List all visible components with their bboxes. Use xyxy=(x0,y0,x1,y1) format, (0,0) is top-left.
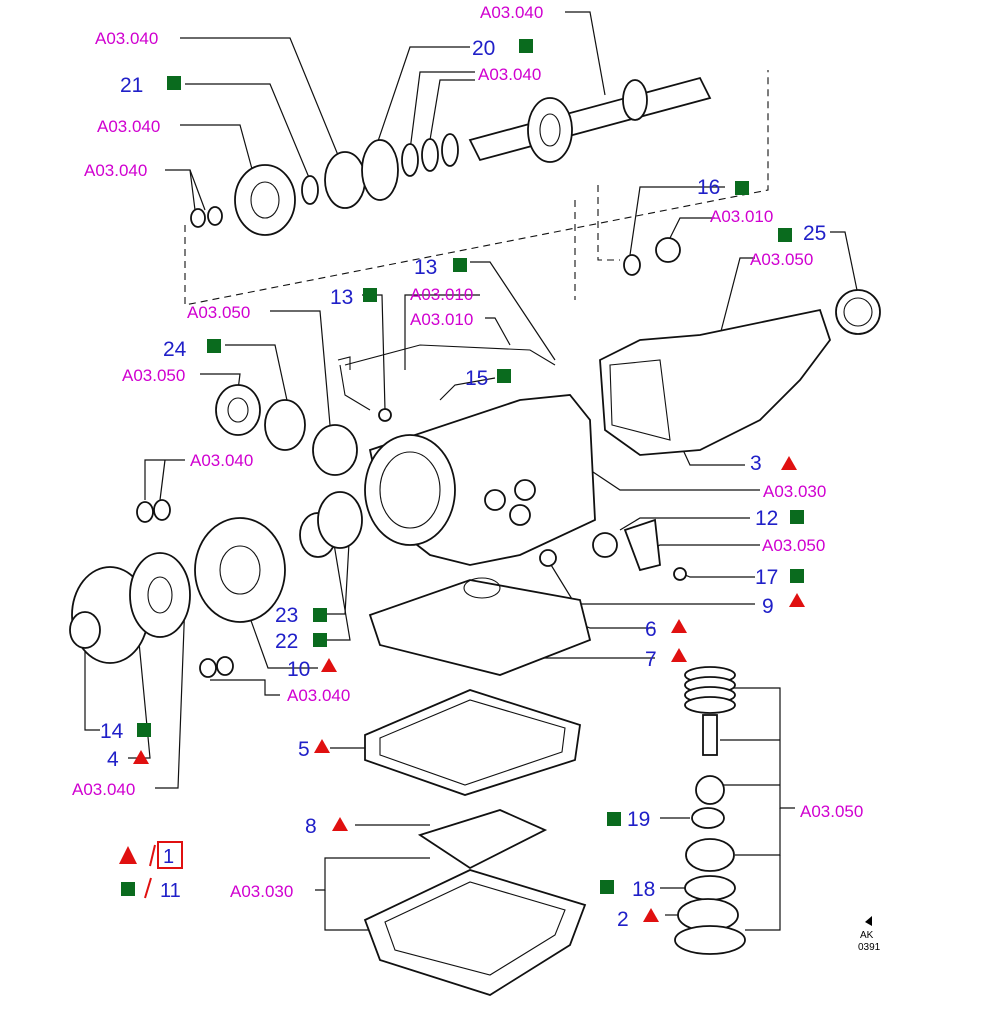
oil-pan-drawing xyxy=(363,869,587,996)
part-number-19: 19 xyxy=(627,808,650,831)
part-number-labels: 20 21 16 25 13 13 24 15 3 12 17 9 23 6 2… xyxy=(100,37,826,931)
ref-label-gear: A03.040 xyxy=(97,117,160,136)
part-number-3: 3 xyxy=(750,452,762,475)
ref-label-extension: A03.050 xyxy=(750,250,813,269)
green-square-icon xyxy=(600,880,614,894)
part-number-5: 5 xyxy=(298,738,310,761)
part-number-16: 16 xyxy=(697,176,720,199)
ref-label-seals: A03.040 xyxy=(190,451,253,470)
part-number-20: 20 xyxy=(472,37,495,60)
part-number-8: 8 xyxy=(305,815,317,838)
ref-label-pump-seals: A03.040 xyxy=(287,686,350,705)
legend: 1 11 xyxy=(119,841,183,902)
part-number-14: 14 xyxy=(100,720,124,743)
red-triangle-icon xyxy=(643,908,659,922)
legend-triangle-ref: 1 xyxy=(163,846,174,868)
extension-housing-drawing xyxy=(599,237,881,456)
part-number-21: 21 xyxy=(120,74,143,97)
ref-label-pan: A03.030 xyxy=(230,882,293,901)
part-number-23: 23 xyxy=(275,604,298,627)
stamp-line-2: 0391 xyxy=(858,942,881,953)
ref-label-rings: A03.040 xyxy=(478,65,541,84)
valve-body-plates-drawing xyxy=(368,577,592,676)
part-number-6: 6 xyxy=(645,618,657,641)
red-triangle-icon xyxy=(671,648,687,662)
part-number-4: 4 xyxy=(107,748,119,771)
part-number-17: 17 xyxy=(755,566,778,589)
part-number-15: 15 xyxy=(465,367,488,390)
green-square-icon xyxy=(207,339,221,353)
green-square-icon xyxy=(137,723,151,737)
part-number-24: 24 xyxy=(163,338,187,361)
green-square-icon xyxy=(313,633,327,647)
ref-label-tube-upper: A03.010 xyxy=(410,285,473,304)
ref-label-washers: A03.040 xyxy=(84,161,147,180)
legend-ref-box xyxy=(157,841,183,869)
ref-label-servo-stack: A03.050 xyxy=(800,802,863,821)
legend-square-ref: 11 xyxy=(160,880,181,902)
left-pistons-drawing xyxy=(136,384,392,523)
ref-label-servo-left: A03.050 xyxy=(122,366,185,385)
stamp-line-1: AK xyxy=(860,930,874,941)
green-square-icon xyxy=(167,76,181,90)
part-number-9: 9 xyxy=(762,595,774,618)
part-number-13-left: 13 xyxy=(330,286,353,309)
legend-green-square-icon xyxy=(121,882,135,896)
servo-stack-drawing xyxy=(674,666,746,955)
oil-filter-drawing xyxy=(417,809,548,870)
oil-tube-drawing xyxy=(339,344,556,411)
green-square-icon xyxy=(607,812,621,826)
manual-lever-drawing xyxy=(539,518,687,581)
ref-label-case: A03.030 xyxy=(763,482,826,501)
red-triangle-icon xyxy=(671,619,687,633)
ref-label-bushing: A03.010 xyxy=(710,207,773,226)
green-square-icon xyxy=(313,608,327,622)
red-triangle-icon xyxy=(781,456,797,470)
part-number-2: 2 xyxy=(617,908,629,931)
legend-slash-icon-2 xyxy=(144,877,152,899)
part-number-10: 10 xyxy=(287,658,310,681)
part-number-18: 18 xyxy=(632,878,655,901)
red-triangle-icon xyxy=(133,750,149,764)
pump-assembly-drawing xyxy=(69,491,363,678)
red-triangle-icon xyxy=(314,739,330,753)
green-square-icon xyxy=(790,569,804,583)
red-triangle-icon xyxy=(789,593,805,607)
output-shaft-drawing xyxy=(468,76,712,163)
leader-lines xyxy=(84,11,859,931)
ref-label-top-left: A03.040 xyxy=(95,29,158,48)
green-square-icon xyxy=(497,369,511,383)
legend-slash-icon xyxy=(149,844,156,867)
ref-label-lever: A03.050 xyxy=(762,536,825,555)
drawing-stamp: AK 0391 xyxy=(858,916,881,953)
triangle-markers xyxy=(133,456,805,922)
ref-label-tube-lower: A03.010 xyxy=(410,310,473,329)
green-square-icon xyxy=(735,181,749,195)
top-gear-and-washers xyxy=(190,133,459,236)
green-square-icon xyxy=(519,39,533,53)
green-square-icon xyxy=(363,288,377,302)
red-triangle-icon xyxy=(332,817,348,831)
part-drawings xyxy=(69,76,881,996)
legend-red-triangle-icon xyxy=(119,846,137,864)
ref-label-pump: A03.040 xyxy=(72,780,135,799)
square-markers xyxy=(137,39,804,894)
red-triangle-icon xyxy=(321,658,337,672)
part-number-13-top: 13 xyxy=(414,256,437,279)
dashed-group-frames xyxy=(184,70,769,306)
ref-label-piston: A03.050 xyxy=(187,303,250,322)
part-number-25: 25 xyxy=(803,222,826,245)
green-square-icon xyxy=(790,510,804,524)
part-number-22: 22 xyxy=(275,630,298,653)
transmission-case-drawing xyxy=(364,394,596,566)
green-square-icon xyxy=(778,228,792,242)
ref-label-shaft: A03.040 xyxy=(480,3,543,22)
part-number-12: 12 xyxy=(755,507,778,530)
green-square-icon xyxy=(453,258,467,272)
part-number-7: 7 xyxy=(645,648,657,671)
reference-labels: A03.040 A03.040 A03.040 A03.040 A03.040 … xyxy=(72,3,863,901)
pan-gasket-drawing xyxy=(364,689,581,796)
